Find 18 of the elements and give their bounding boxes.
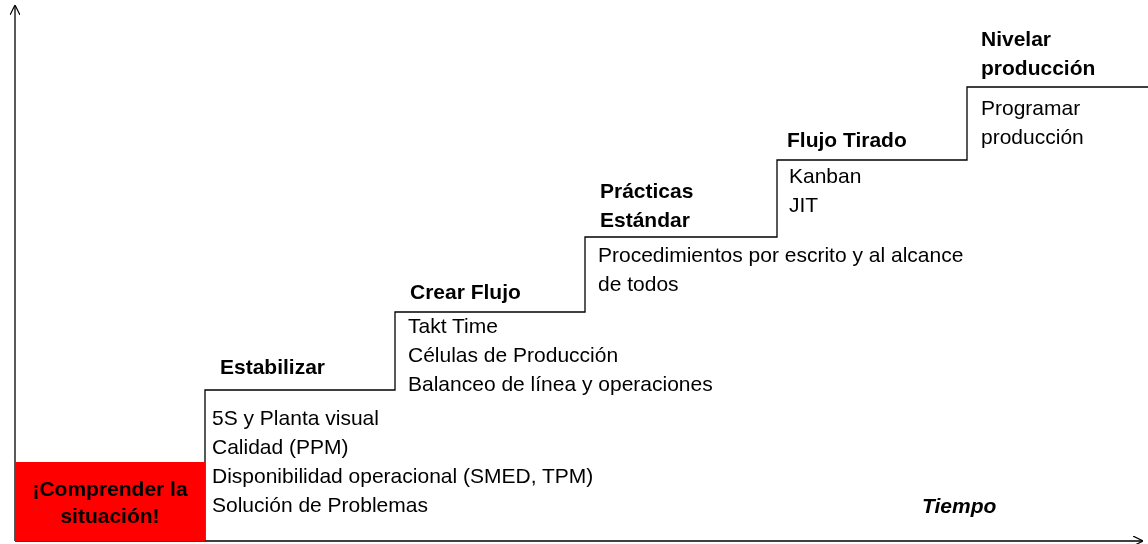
step-heading: Estabilizar xyxy=(220,354,326,380)
step-item: Solución de Problemas xyxy=(212,492,428,518)
step-item: Balanceo de línea y operaciones xyxy=(408,371,713,397)
step-heading: Prácticas Estándar xyxy=(600,178,695,233)
step-item: Procedimientos por escrito y al alcance de todos xyxy=(598,242,965,297)
axis-label: Tiempo xyxy=(922,493,997,519)
step-item: Programar producción xyxy=(981,95,1085,150)
step-item: Kanban xyxy=(789,163,862,189)
highlight-box: ¡Comprender la situación! xyxy=(15,462,205,541)
step-heading: Nivelar producción xyxy=(981,26,1097,81)
step-item: 5S y Planta visual xyxy=(212,405,379,431)
step-heading: Flujo Tirado xyxy=(787,127,907,153)
step-heading: Crear Flujo xyxy=(410,279,521,305)
step-item: Takt Time xyxy=(408,313,498,339)
step-item: Disponibilidad operacional (SMED, TPM) xyxy=(212,463,594,489)
step-item: Calidad (PPM) xyxy=(212,434,349,460)
step-item: Células de Producción xyxy=(408,342,619,368)
step-item: JIT xyxy=(789,192,819,218)
